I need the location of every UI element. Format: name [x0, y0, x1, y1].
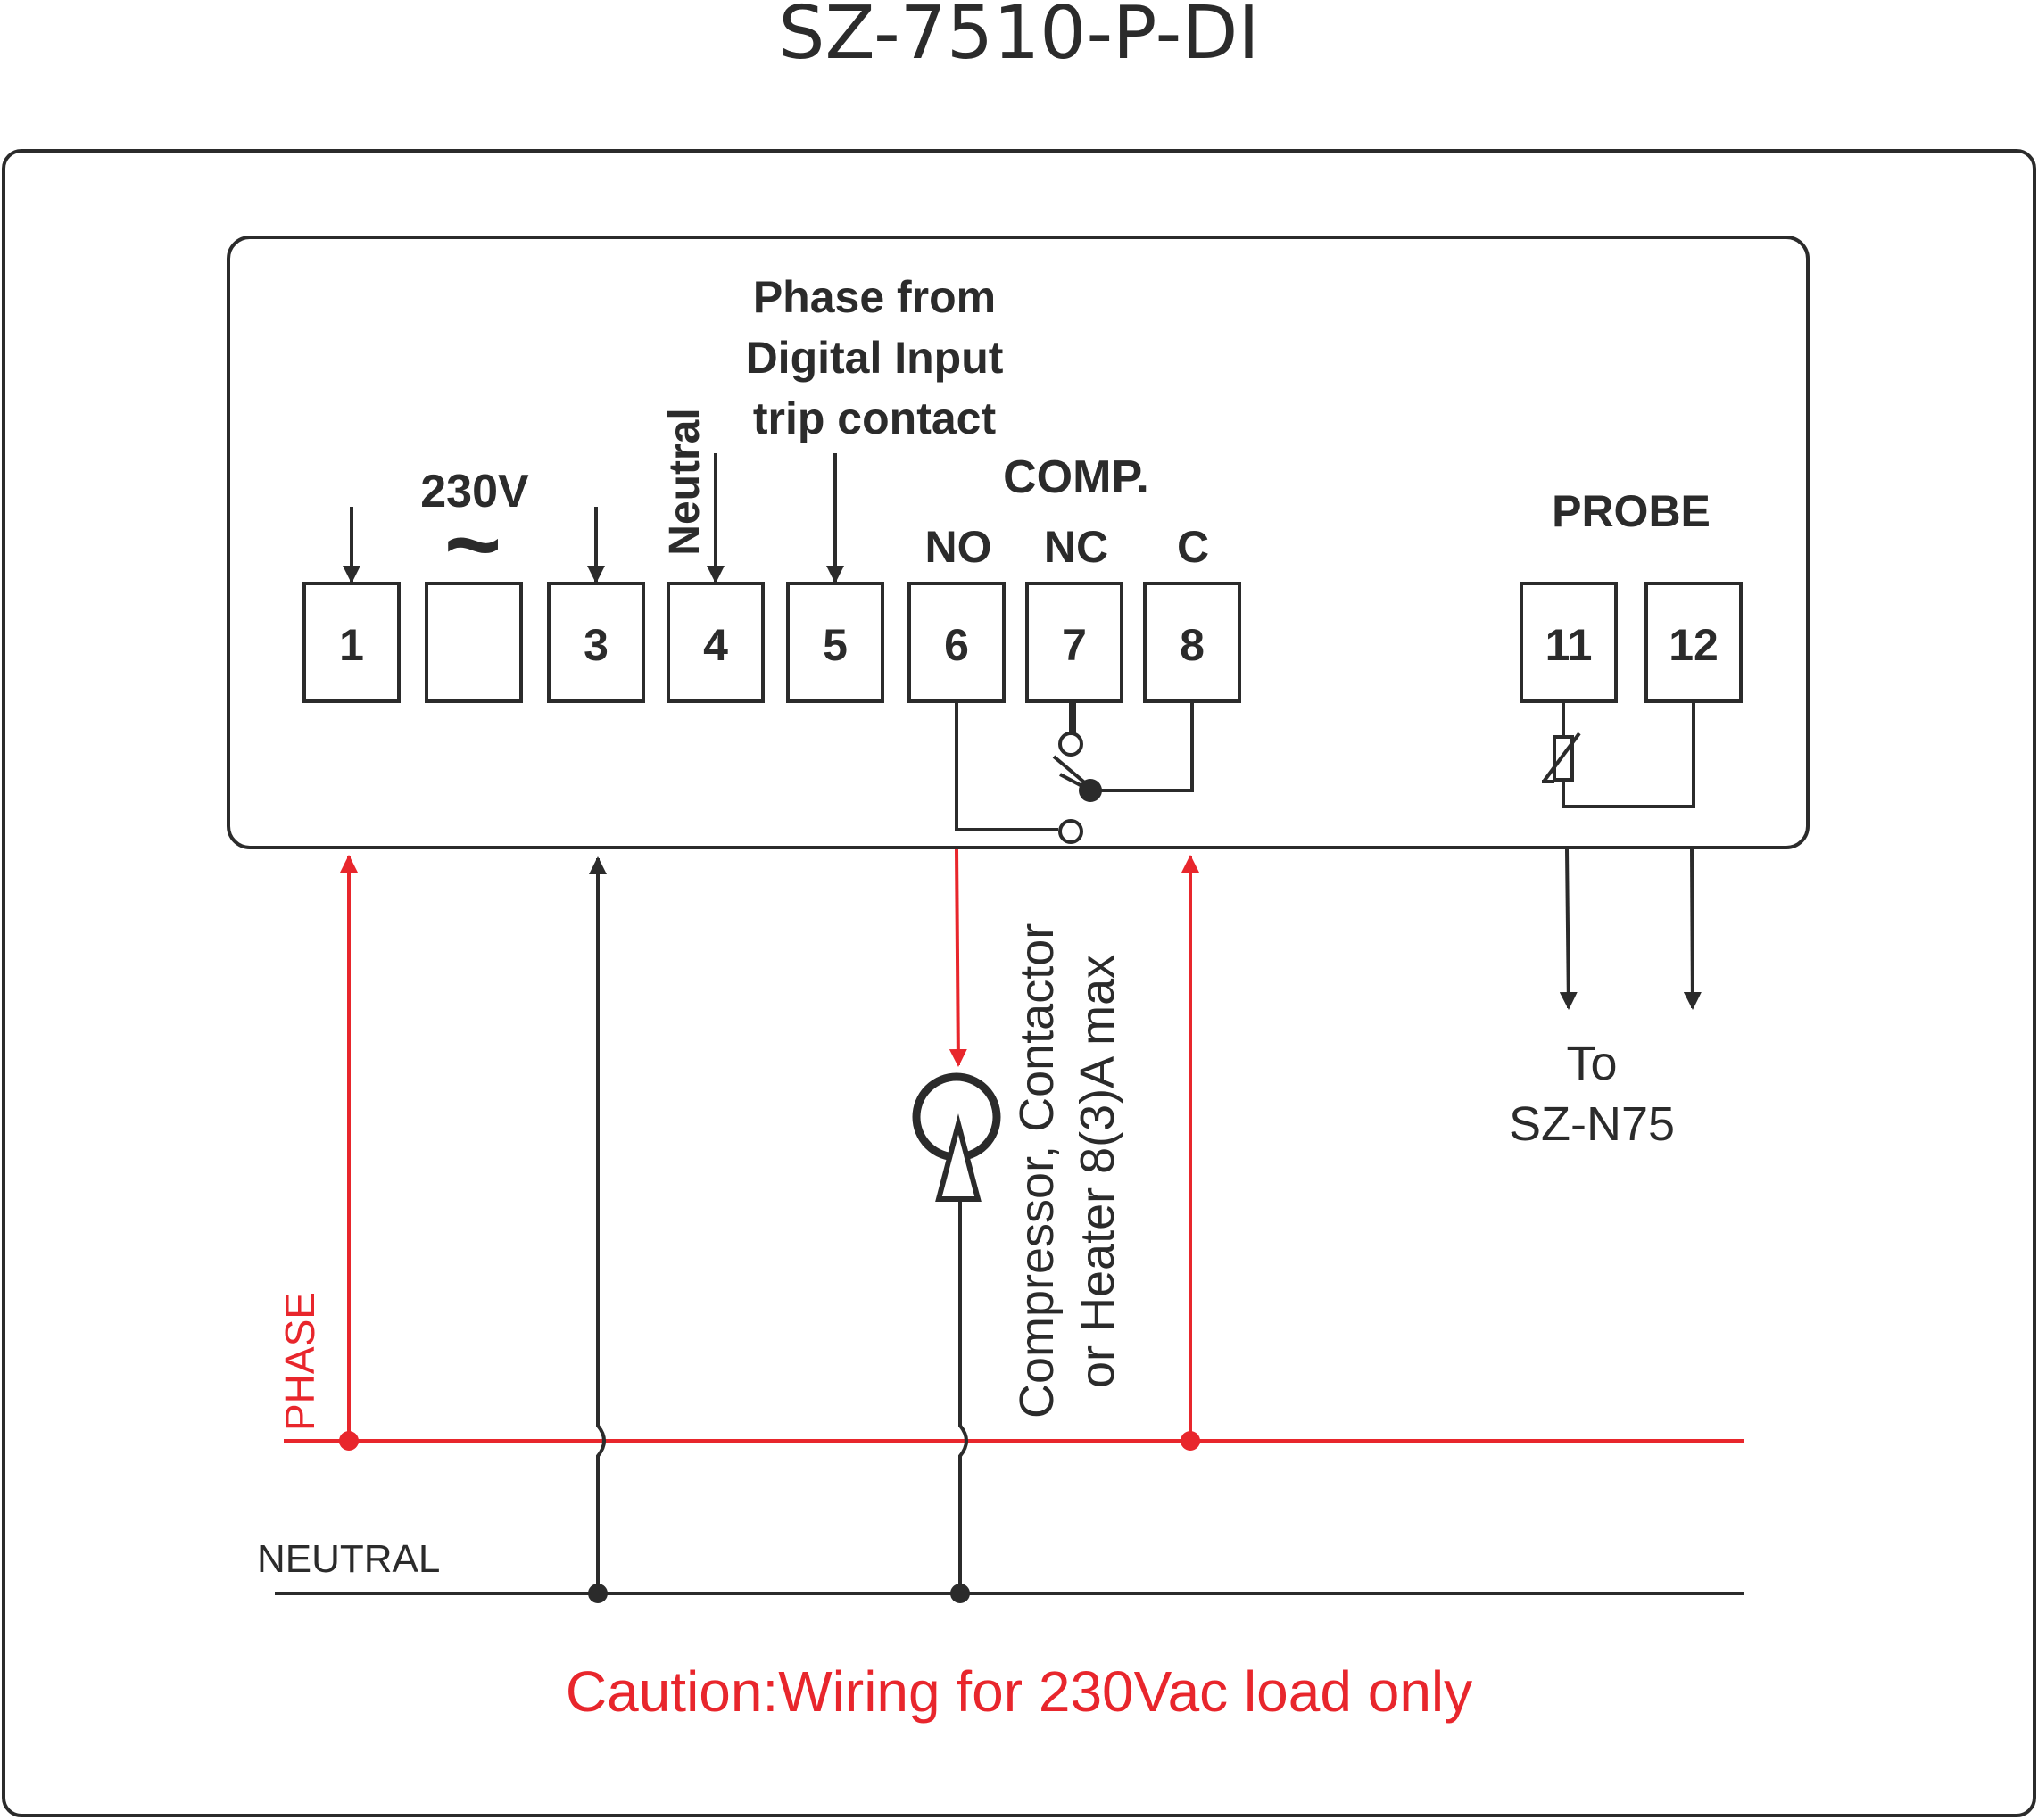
- voltage-label: 230V: [420, 466, 529, 517]
- probe-arrow-12: [1683, 848, 1702, 1010]
- comp-label: COMP.: [1003, 451, 1149, 503]
- phase-label: PHASE: [277, 1292, 323, 1431]
- load-label-line1: Compressor, Contactor: [1010, 923, 1064, 1419]
- probe-to-line1: To: [1566, 1037, 1617, 1090]
- terminal-12: [1644, 582, 1743, 703]
- digital-input-line2: Digital Input: [746, 333, 1004, 383]
- terminal-4-label: 4: [703, 620, 728, 670]
- phase-junction-1: [339, 1431, 359, 1451]
- nc-label: NC: [1044, 522, 1108, 572]
- load-label-line2: or Heater 8(3)A max: [1071, 955, 1124, 1388]
- terminal-6-label: 6: [944, 620, 969, 670]
- terminal-3: [547, 582, 645, 703]
- terminal-8-label: 8: [1180, 620, 1205, 670]
- digital-input-line1: Phase from: [753, 272, 996, 322]
- terminal-2: [425, 582, 523, 703]
- relay-contact: [955, 701, 1194, 844]
- neutral-to-terminal-3: [589, 856, 607, 1593]
- terminal-1-label: 1: [339, 620, 364, 670]
- neutral-label: NEUTRAL: [257, 1537, 440, 1581]
- caution-note: Caution:Wiring for 230Vac load only: [566, 1659, 1472, 1724]
- outer-frame: [2, 149, 2036, 1817]
- no-label: NO: [925, 522, 992, 572]
- probe-arrow-11: [1559, 848, 1578, 1010]
- terminal-block: [302, 582, 1743, 703]
- neutral-junction-3: [588, 1584, 608, 1603]
- no-to-load: [949, 848, 967, 1067]
- terminal-12-label: 12: [1669, 620, 1719, 670]
- probe-to-line2: SZ-N75: [1509, 1097, 1675, 1151]
- probe-sensor: [1542, 701, 1695, 808]
- neutral-terminal-label: Neutral: [661, 408, 708, 555]
- controller-housing: [227, 236, 1810, 849]
- digital-input-line3: trip contact: [753, 393, 997, 443]
- terminal-1: [302, 582, 401, 703]
- probe-label: PROBE: [1552, 486, 1711, 536]
- terminal-7-label: 7: [1062, 620, 1087, 670]
- ac-symbol: ~: [444, 490, 501, 600]
- c-label: C: [1177, 522, 1209, 572]
- terminal-5-label: 5: [823, 620, 848, 670]
- terminal-4: [667, 582, 765, 703]
- load-return: [958, 1199, 968, 1593]
- terminal-7: [1025, 582, 1123, 703]
- phase-junction-8: [1181, 1431, 1200, 1451]
- terminal-3-label: 3: [584, 620, 609, 670]
- terminal-11-label: 11: [1545, 620, 1593, 670]
- terminal-8: [1143, 582, 1241, 703]
- terminal-5: [786, 582, 884, 703]
- neutral-junction-load: [950, 1584, 970, 1603]
- terminal-11: [1520, 582, 1618, 703]
- diagram-title: SZ-7510-P-DI: [778, 0, 1259, 76]
